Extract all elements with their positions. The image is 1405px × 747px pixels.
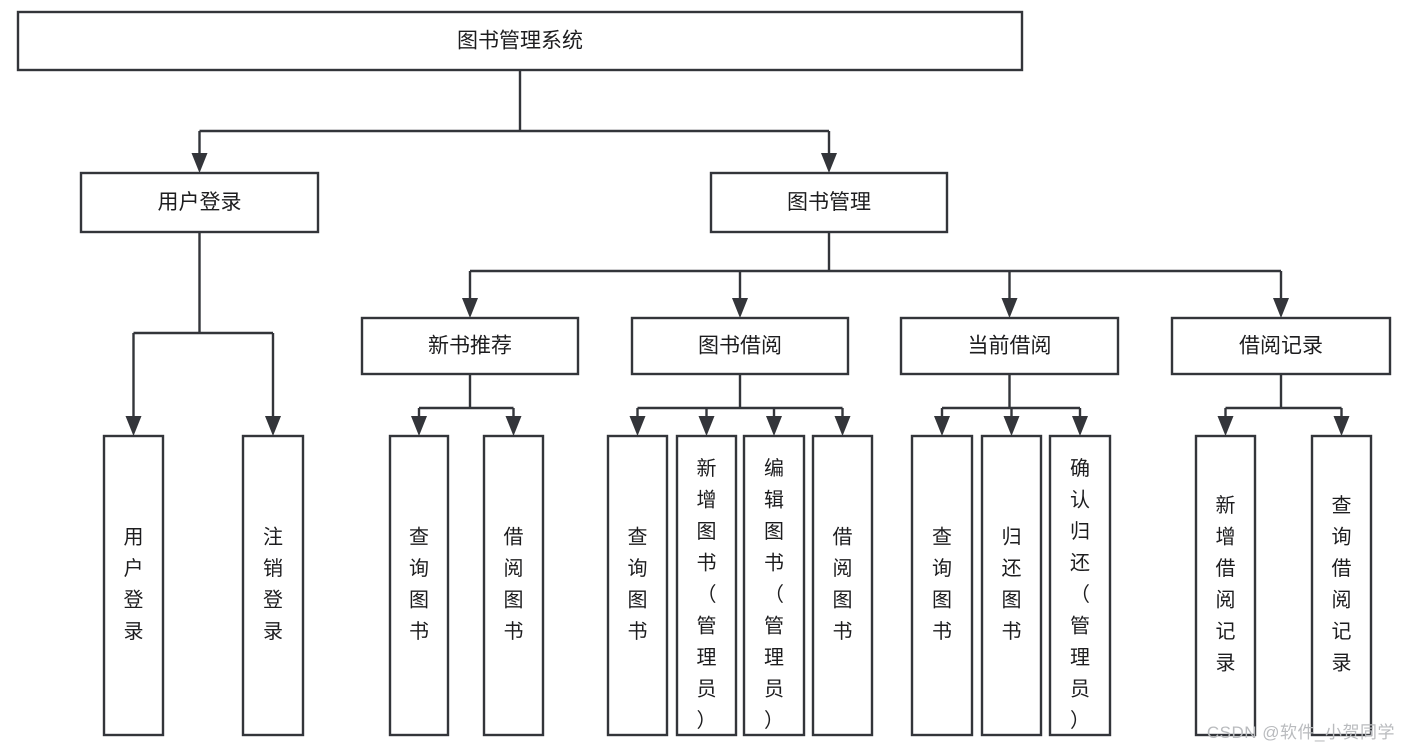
- node-leaf-confirm-return-label: 确认归还（管理员）: [1070, 457, 1090, 732]
- node-leaf-edit-book-box: [742, 434, 806, 737]
- node-book-borrow-label: 图书借阅: [698, 335, 782, 358]
- node-leaf-confirm-return[interactable]: 确认归还（管理员）: [1048, 434, 1112, 737]
- node-leaf-borrow-book-1[interactable]: 借阅图书: [482, 434, 545, 737]
- node-leaf-add-record[interactable]: 新增借阅记录: [1194, 434, 1257, 737]
- node-leaf-borrow-book-2[interactable]: 借阅图书: [811, 434, 874, 737]
- node-leaf-add-book-label: 新增图书（管理员）: [697, 457, 717, 732]
- node-leaf-user-logout[interactable]: 注销登录: [241, 434, 305, 737]
- node-borrow-record-box: [1170, 316, 1392, 376]
- node-user-login-box: [79, 171, 320, 234]
- node-borrow-record[interactable]: 借阅记录: [1170, 316, 1392, 376]
- node-leaf-add-record-box: [1194, 434, 1257, 737]
- arrow-head-icon-leaf-confirm-return: [1072, 416, 1088, 436]
- node-leaf-query-book-1[interactable]: 查询图书: [388, 434, 450, 737]
- node-root-label: 图书管理系统: [457, 30, 583, 53]
- node-book-borrow-box: [630, 316, 850, 376]
- node-leaf-query-book-3-label: 查询图书: [932, 526, 952, 644]
- node-leaf-return-book-label: 归还图书: [1002, 526, 1022, 644]
- node-current-borrow-label: 当前借阅: [968, 335, 1052, 358]
- node-leaf-confirm-return-box: [1048, 434, 1112, 737]
- arrow-head-icon-leaf-query-book-1: [411, 416, 427, 436]
- arrow-head-icon-leaf-user-logout: [265, 416, 281, 436]
- connectors-layer: [125, 70, 1350, 436]
- node-leaf-borrow-book-1-label: 借阅图书: [504, 526, 524, 644]
- node-leaf-edit-book[interactable]: 编辑图书（管理员）: [742, 434, 806, 737]
- node-leaf-return-book-box: [980, 434, 1043, 737]
- node-leaf-user-logout-box: [241, 434, 305, 737]
- node-leaf-add-book[interactable]: 新增图书（管理员）: [675, 434, 738, 737]
- node-leaf-borrow-book-2-box: [811, 434, 874, 737]
- node-leaf-query-book-2-box: [606, 434, 669, 737]
- arrow-head-icon-user-login: [191, 153, 208, 173]
- arrow-head-icon-leaf-add-book: [698, 416, 715, 436]
- nodes-layer: 图书管理系统用户登录图书管理新书推荐图书借阅当前借阅借阅记录用户登录注销登录查询…: [16, 10, 1392, 737]
- node-root[interactable]: 图书管理系统: [16, 10, 1024, 72]
- node-leaf-query-book-2[interactable]: 查询图书: [606, 434, 669, 737]
- arrow-head-icon-leaf-user-login: [125, 416, 142, 436]
- arrow-head-icon-leaf-borrow-book-1: [505, 416, 522, 436]
- node-user-login-label: 用户登录: [158, 191, 242, 214]
- node-current-borrow[interactable]: 当前借阅: [899, 316, 1120, 376]
- node-leaf-user-login-box: [102, 434, 165, 737]
- node-leaf-user-logout-label: 注销登录: [263, 526, 283, 644]
- node-leaf-query-record-label: 查询借阅记录: [1332, 494, 1352, 675]
- arrow-head-icon-borrow-record: [1273, 298, 1289, 318]
- arrow-head-icon-leaf-add-record: [1217, 416, 1234, 436]
- node-leaf-query-record[interactable]: 查询借阅记录: [1310, 434, 1373, 737]
- node-current-borrow-box: [899, 316, 1120, 376]
- arrow-head-icon-leaf-borrow-book-2: [834, 416, 851, 436]
- node-leaf-user-login-label: 用户登录: [124, 527, 144, 644]
- node-leaf-borrow-book-2-label: 借阅图书: [833, 526, 853, 644]
- node-leaf-edit-book-label: 编辑图书（管理员）: [764, 457, 784, 732]
- node-new-book-rec-box: [360, 316, 580, 376]
- arrow-head-icon-book-borrow: [732, 298, 748, 318]
- node-book-manage[interactable]: 图书管理: [709, 171, 949, 234]
- node-leaf-query-record-box: [1310, 434, 1373, 737]
- arrow-head-icon-current-borrow: [1001, 298, 1018, 318]
- node-leaf-query-book-3-box: [910, 434, 974, 737]
- arrow-head-icon-new-book-rec: [462, 298, 478, 318]
- arrow-head-icon-leaf-return-book: [1003, 416, 1020, 436]
- node-leaf-query-book-1-box: [388, 434, 450, 737]
- arrow-head-icon-leaf-query-book-3: [934, 416, 950, 436]
- arrow-head-icon-leaf-query-record: [1333, 416, 1350, 436]
- node-book-manage-label: 图书管理: [787, 191, 871, 214]
- arrow-head-icon-leaf-edit-book: [766, 416, 782, 436]
- node-book-borrow[interactable]: 图书借阅: [630, 316, 850, 376]
- node-leaf-query-book-3[interactable]: 查询图书: [910, 434, 974, 737]
- arrow-head-icon-leaf-query-book-2: [629, 416, 646, 436]
- node-new-book-rec-label: 新书推荐: [428, 335, 512, 358]
- node-leaf-user-login[interactable]: 用户登录: [102, 434, 165, 737]
- node-book-manage-box: [709, 171, 949, 234]
- node-new-book-rec[interactable]: 新书推荐: [360, 316, 580, 376]
- node-leaf-query-book-2-label: 查询图书: [628, 526, 648, 644]
- node-user-login[interactable]: 用户登录: [79, 171, 320, 234]
- node-leaf-query-book-1-label: 查询图书: [409, 526, 429, 644]
- arrow-head-icon-book-manage: [821, 153, 837, 173]
- node-leaf-add-record-label: 新增借阅记录: [1216, 494, 1236, 675]
- node-leaf-borrow-book-1-box: [482, 434, 545, 737]
- node-root-box: [16, 10, 1024, 72]
- node-leaf-add-book-box: [675, 434, 738, 737]
- node-leaf-return-book[interactable]: 归还图书: [980, 434, 1043, 737]
- node-borrow-record-label: 借阅记录: [1239, 335, 1323, 358]
